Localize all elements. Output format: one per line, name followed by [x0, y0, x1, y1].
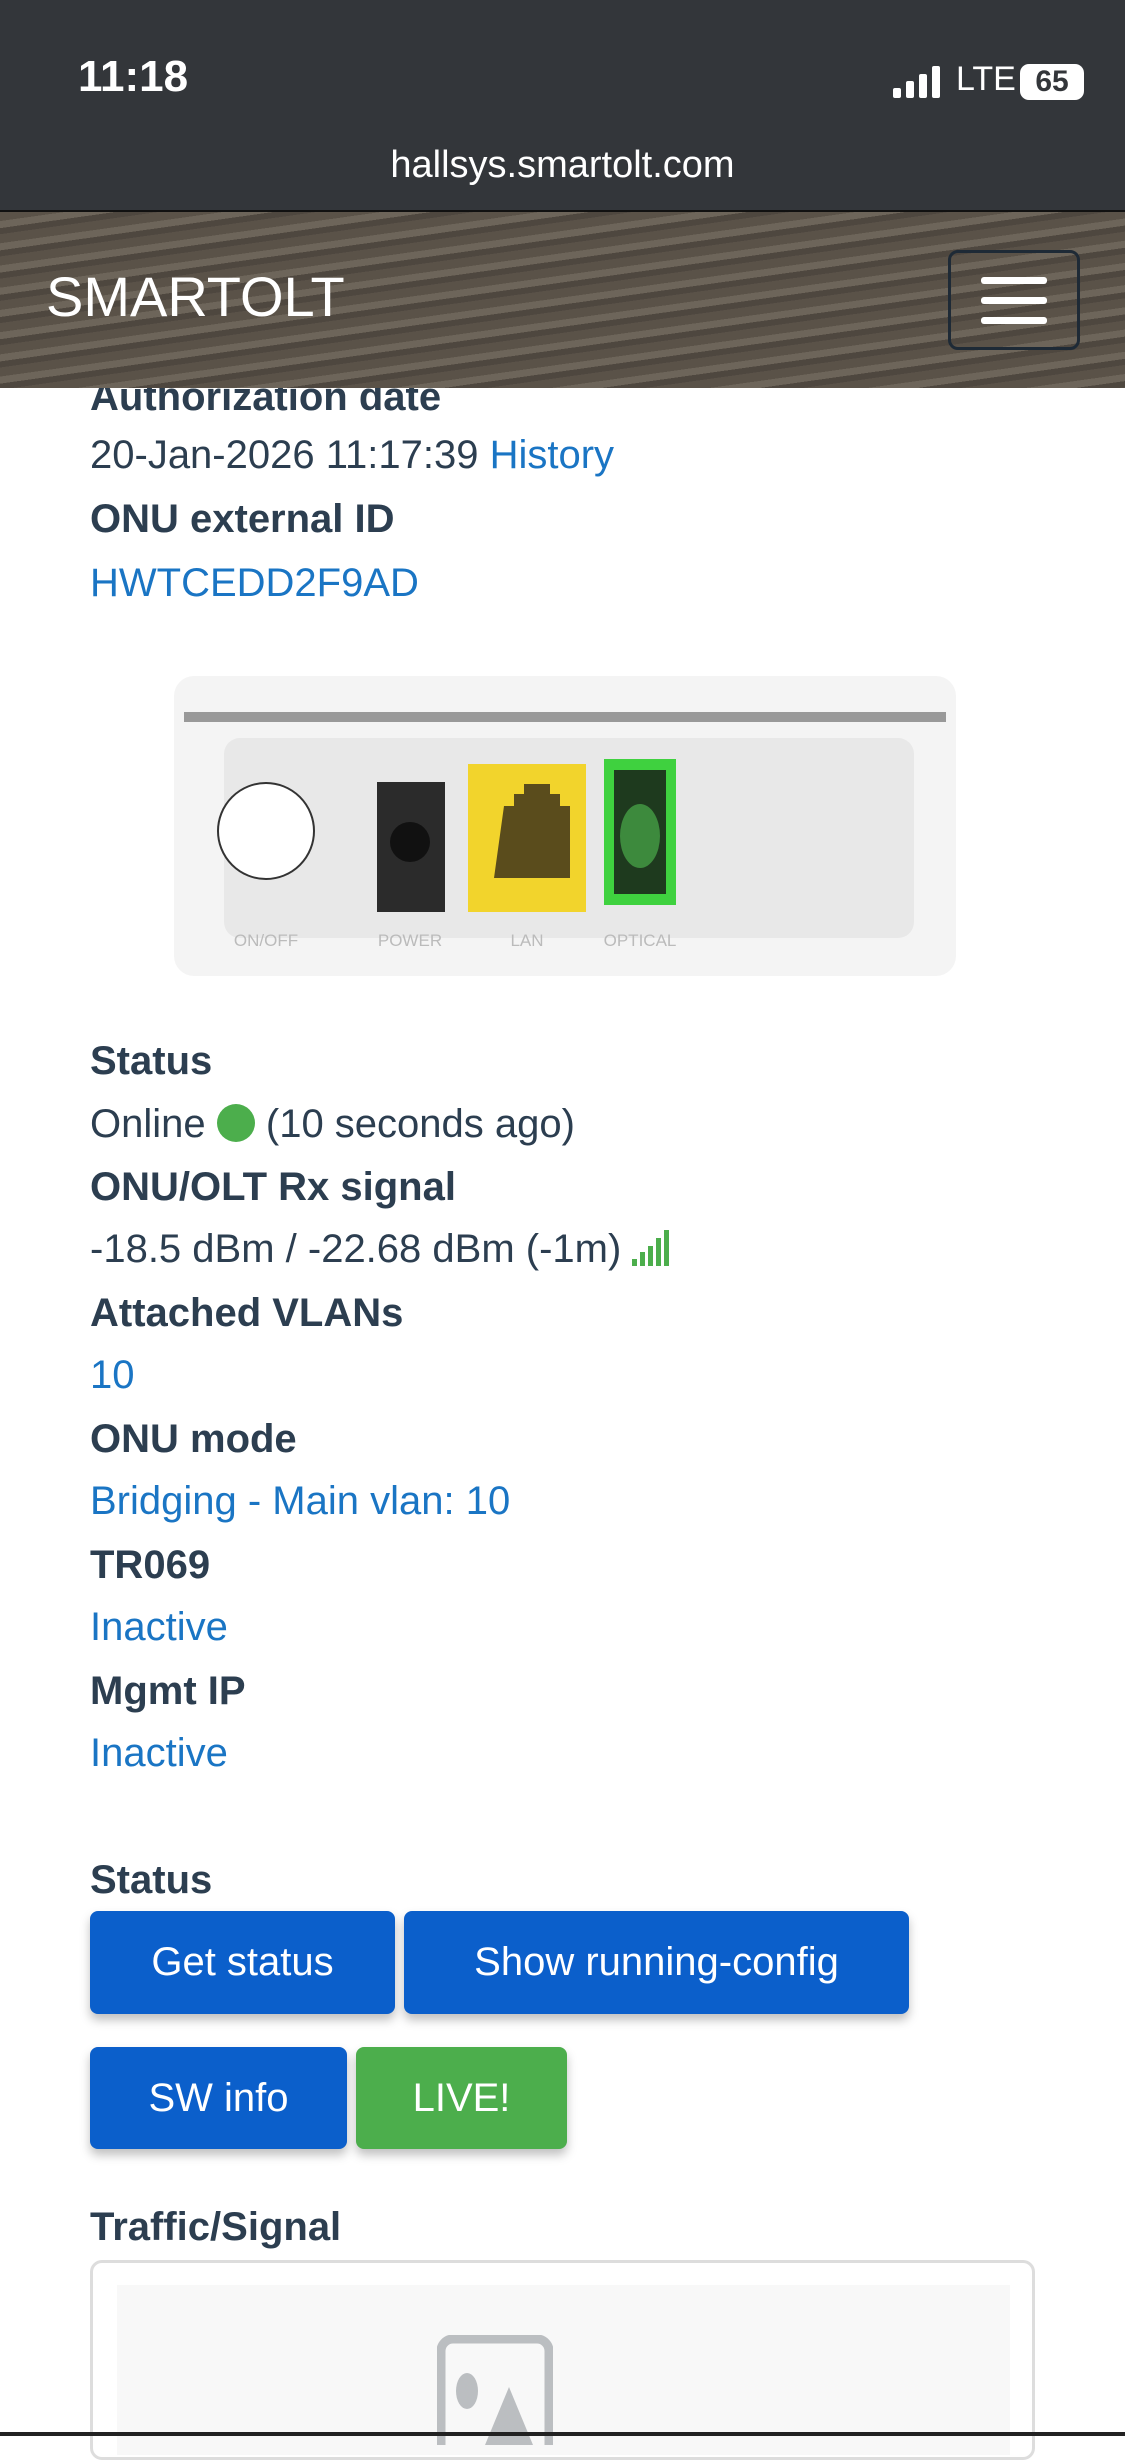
- signal-value: -18.5 dBm / -22.68 dBm (-1m): [90, 1224, 670, 1274]
- last-seen-text: (10 seconds ago): [265, 1102, 575, 1146]
- port-label-onoff: ON/OFF: [234, 931, 298, 950]
- traffic-heading: Traffic/Signal: [90, 2205, 342, 2249]
- network-type: LTE: [956, 60, 1016, 98]
- show-running-config-button[interactable]: Show running-config: [404, 1911, 909, 2014]
- authorization-date-text: 20-Jan-2026 11:17:39: [90, 433, 479, 477]
- status-value: Online (10 seconds ago): [90, 1099, 575, 1149]
- status-label: Status: [90, 1039, 213, 1083]
- address-bar[interactable]: hallsys.smartolt.com: [390, 144, 735, 186]
- hamburger-menu-button[interactable]: [948, 250, 1080, 350]
- authorization-date-value: 20-Jan-2026 11:17:39 History: [90, 430, 614, 480]
- onu-device-image: ON/OFF POWER LAN OPTICAL: [174, 676, 956, 982]
- port-label-lan: LAN: [510, 931, 543, 950]
- onu-mode-link[interactable]: Bridging - Main vlan: 10: [90, 1479, 511, 1523]
- onu-mode-label: ONU mode: [90, 1417, 297, 1461]
- image-placeholder-icon: [437, 2335, 553, 2445]
- signal-strength-icon: [632, 1230, 670, 1266]
- navbar: SMARTOLT: [0, 210, 1125, 388]
- authorization-date-label: Authorization date: [90, 375, 442, 419]
- signal-label: ONU/OLT Rx signal: [90, 1165, 456, 1209]
- cellular-signal-icon: [893, 66, 940, 98]
- port-label-optical: OPTICAL: [604, 931, 677, 950]
- traffic-chart-placeholder[interactable]: [117, 2285, 1010, 2455]
- get-status-button[interactable]: Get status: [90, 1911, 395, 2014]
- history-link[interactable]: History: [489, 433, 615, 477]
- brand-logo[interactable]: SMARTOLT: [46, 265, 345, 328]
- bottom-edge: [0, 2432, 1125, 2436]
- port-label-power: POWER: [378, 931, 442, 950]
- signal-text: -18.5 dBm / -22.68 dBm (-1m): [90, 1227, 622, 1271]
- tr069-link[interactable]: Inactive: [90, 1605, 228, 1649]
- clock: 11:18: [78, 52, 189, 101]
- online-text: Online: [90, 1102, 206, 1146]
- sw-info-button[interactable]: SW info: [90, 2047, 347, 2149]
- external-id-label: ONU external ID: [90, 497, 395, 541]
- live-button[interactable]: LIVE!: [356, 2047, 567, 2149]
- battery-icon: 65: [1020, 64, 1084, 100]
- mgmt-ip-label: Mgmt IP: [90, 1669, 246, 1713]
- tr069-label: TR069: [90, 1543, 211, 1587]
- vlans-link[interactable]: 10: [90, 1353, 135, 1397]
- vlans-label: Attached VLANs: [90, 1291, 404, 1335]
- actions-heading: Status: [90, 1858, 213, 1902]
- globe-icon: [216, 1104, 255, 1142]
- mgmt-ip-link[interactable]: Inactive: [90, 1731, 228, 1775]
- external-id-link[interactable]: HWTCEDD2F9AD: [90, 561, 419, 605]
- ios-status-bar: 11:18 LTE 65 hallsys.smartolt.com: [0, 0, 1125, 210]
